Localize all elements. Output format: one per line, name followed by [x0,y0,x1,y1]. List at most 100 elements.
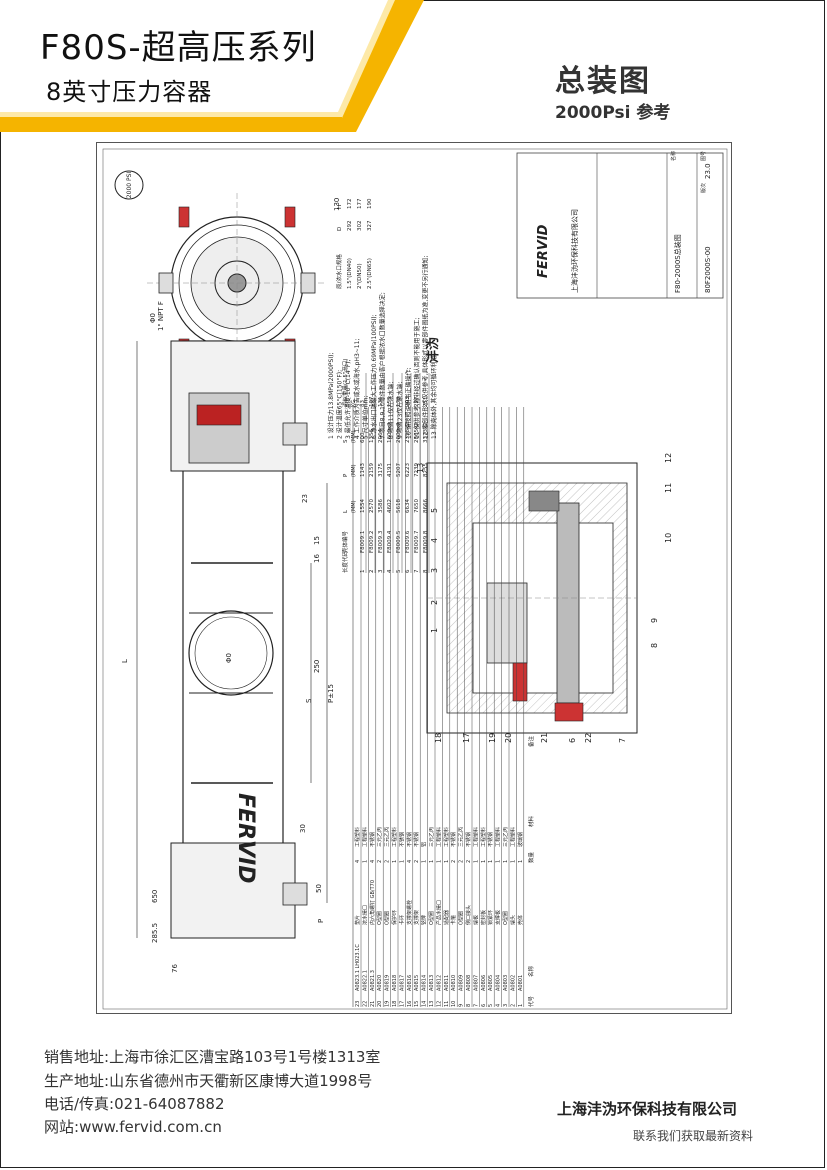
length-table-cell: 2570 [369,499,375,513]
bom-table-cell: A0814 [422,975,428,991]
bom-table-cell: 三元乙丙 [502,827,509,847]
length-table-cell: 4602 [387,499,393,513]
phone-fax-value: 021-64087882 [114,1095,225,1113]
bom-table-cell: 锁紧环 [487,910,494,925]
length-table-cell: 3373x2 [423,422,429,443]
phone-fax-label: 电话/传真: [44,1095,115,1113]
bom-table-cell: 工程塑料 [495,827,502,847]
length-table-header: 近似重量(1.5"开口) [341,358,349,407]
bom-table-cell: A0810 [451,975,457,991]
bom-table-cell: 8 [466,1004,472,1007]
length-table-cell: 5207 [396,463,402,477]
bom-table-cell: 1 [503,860,509,863]
bom-table-cell: 1 [510,860,516,863]
bom-table-cell: 13 [429,1001,435,1007]
bom-table-cell: 2 [451,860,457,863]
length-table-cell: F8009.4 [387,530,393,553]
product-subtitle: 8英寸压力容器 [46,78,213,106]
title-block-label-version: 版次 [700,183,707,193]
end-view-label-offset: 130 [333,198,341,211]
bom-table-cell: 三元乙丙 [384,827,391,847]
bom-table-cell: 卡环 [398,915,405,925]
website-link[interactable]: www.fervid.com.cn [79,1118,222,1136]
bom-table-header: 备注 [527,735,535,747]
length-table-cell: 1554 [360,499,366,513]
length-table-cell: 4191 [387,463,393,477]
dimension-label: 250 [313,660,321,673]
bom-table-cell: 17 [399,1001,405,1007]
note-line: 12 零部件形式仅供参考,具体形式以零部件图纸为准,变更不另行通知; [422,256,430,439]
bom-table-cell: 不锈钢 [450,832,457,847]
callout-number: 4 [430,538,439,543]
bom-table-cell: 2 [414,860,420,863]
callout-number: 11 [664,483,673,493]
bom-table-cell: 20 [377,1001,383,1007]
port-table-header: D [337,227,343,231]
dimension-label: 23 [301,494,309,503]
end-view-label-npt: 1" NPT F [157,301,165,331]
callout-number: 20 [504,733,513,743]
note-line: 8 项目11仅在浓水端; [387,382,395,439]
company-name: 上海沣沩环保科技有限公司 [557,1100,738,1118]
length-table-cell: 2000x2 [396,422,402,443]
bom-table-cell: A0816 [407,975,413,991]
bom-table-cell: 三元乙丙 [376,827,383,847]
port-table-cell: 177 [357,198,363,209]
note-line: 5 尺寸单位mm; [361,396,369,439]
bom-table-cell: 铝 [421,842,428,847]
length-table-cell: 8666 [423,499,429,513]
bom-table-cell: 产品水接口 [435,900,442,925]
title-block-label-number: 图号 [701,151,707,161]
bom-table-cell: 9 [459,1004,465,1007]
length-table-cell: 1143 [360,463,366,477]
bom-table-cell: A0817 [399,975,405,991]
document-subtitle: 2000Psi 参考 [555,103,671,123]
detail-section-view [426,462,638,734]
bom-table-cell: 工程塑料 [435,827,442,847]
psi-badge: 2000 PSI [114,170,144,200]
bom-table-cell: 2 [377,860,383,863]
dimension-label: P±15 [327,684,335,703]
port-table-header: H [337,205,343,209]
callout-number: 2 [430,600,439,605]
bom-table-cell: 保护环 [391,910,398,925]
series-title: F80S-超高压系列 [40,28,317,68]
bom-table-cell: 1 [473,860,479,863]
title-block-brand: FERVID [536,224,551,278]
note-line: 6 净水出口端最大工作压力0.69MPa(100PSI); [370,314,378,439]
bom-table-cell: 1 [422,860,428,863]
port-table-cell: 302 [357,221,363,232]
bom-table-header: 名称 [527,965,535,977]
callout-number: 19 [488,733,497,743]
callout-number: 22 [584,733,593,743]
note-line: 2 设计温度65°C(150°F); [336,370,344,439]
length-table-cell: 600 [360,432,366,443]
bom-table-cell: A0819 [385,975,391,991]
bom-table-cell: A0804 [496,975,502,991]
callout-number: 7 [618,738,627,743]
port-table-cell: 327 [367,220,373,231]
factory-address-value: 山东省德州市天衢新区康博大道1998号 [109,1072,373,1090]
bom-table-cell: A0806 [481,975,487,991]
title-block-drawing-number: 80F2000S-00 [704,246,712,293]
length-table-cell: 1356 [369,429,375,443]
website-label: 网站: [44,1118,80,1136]
bom-table-cell: 端头 [509,915,516,925]
length-table-cell: 2159 [369,463,375,477]
bom-table-cell: 不锈钢 [465,832,472,847]
phone-fax: 电话/传真:021-64087882 [44,1093,225,1114]
bom-table-cell: 6 [481,1004,487,1007]
bom-table-cell: 18 [392,1001,398,1007]
note-line: 3 最低允许温度-10°C(14°F); [344,359,352,439]
bom-table-cell: 端板 [472,915,479,925]
brand-mark-on-vessel: FERVID [233,793,258,883]
dimension-label: 650 [151,890,159,903]
length-table-header: 壳体编号 [341,530,349,553]
bom-table-cell: A0801 [518,975,524,991]
bom-table-cell: 1 [399,860,405,863]
bom-table-cell: 工程塑料 [361,827,368,847]
port-table-cell: 2.5"(DN65) [367,258,373,289]
length-table-cell: 3175 [378,463,384,477]
